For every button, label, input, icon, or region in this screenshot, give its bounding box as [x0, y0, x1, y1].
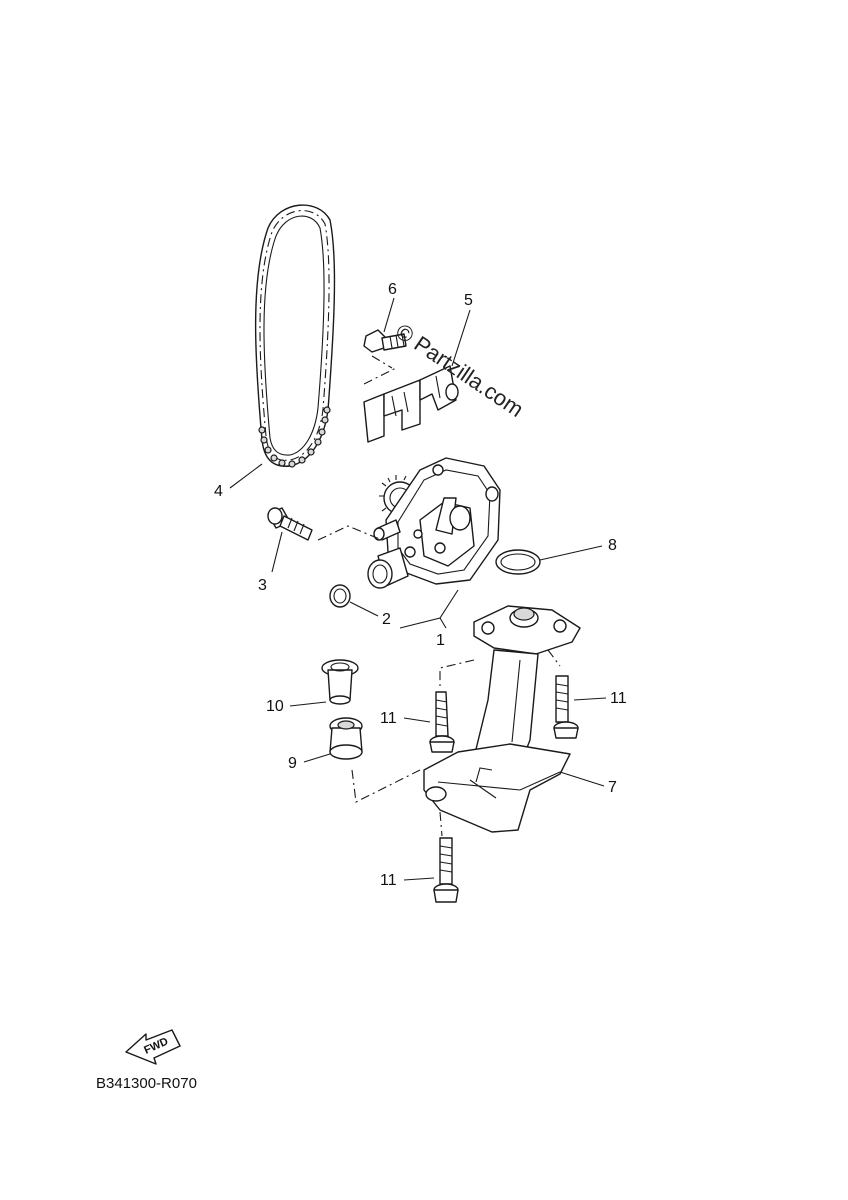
callout-10: 10 — [266, 698, 284, 715]
drive-chain — [254, 204, 336, 468]
circlip-2 — [329, 584, 351, 608]
bolt-11-lower — [433, 837, 459, 903]
callout-2: 2 — [382, 611, 391, 628]
fwd-arrow-icon: FWD — [125, 1029, 181, 1065]
oil-pump-assembly — [367, 457, 501, 589]
callout-11-c: 11 — [380, 872, 397, 889]
callout-6: 6 — [388, 281, 397, 298]
bolt-6 — [363, 329, 407, 353]
collar-10 — [321, 659, 359, 705]
callout-4: 4 — [214, 483, 223, 500]
callout-11-b: 11 — [610, 690, 627, 707]
o-ring-8 — [495, 549, 541, 575]
callout-7: 7 — [608, 779, 617, 796]
bolt-3 — [267, 507, 313, 541]
callout-3: 3 — [258, 577, 267, 594]
callout-11-a: 11 — [380, 710, 397, 727]
oil-strainer-7 — [423, 605, 581, 833]
callout-1: 1 — [436, 632, 445, 649]
diagram-code: B341300-R070 — [96, 1075, 197, 1092]
callout-5: 5 — [464, 292, 473, 309]
bolt-11-right — [553, 675, 579, 739]
callout-8: 8 — [608, 537, 617, 554]
chain-guide-bracket — [363, 365, 459, 443]
bolt-11-upper-left — [429, 691, 455, 753]
grommet-9 — [329, 717, 363, 760]
callout-9: 9 — [288, 755, 297, 772]
